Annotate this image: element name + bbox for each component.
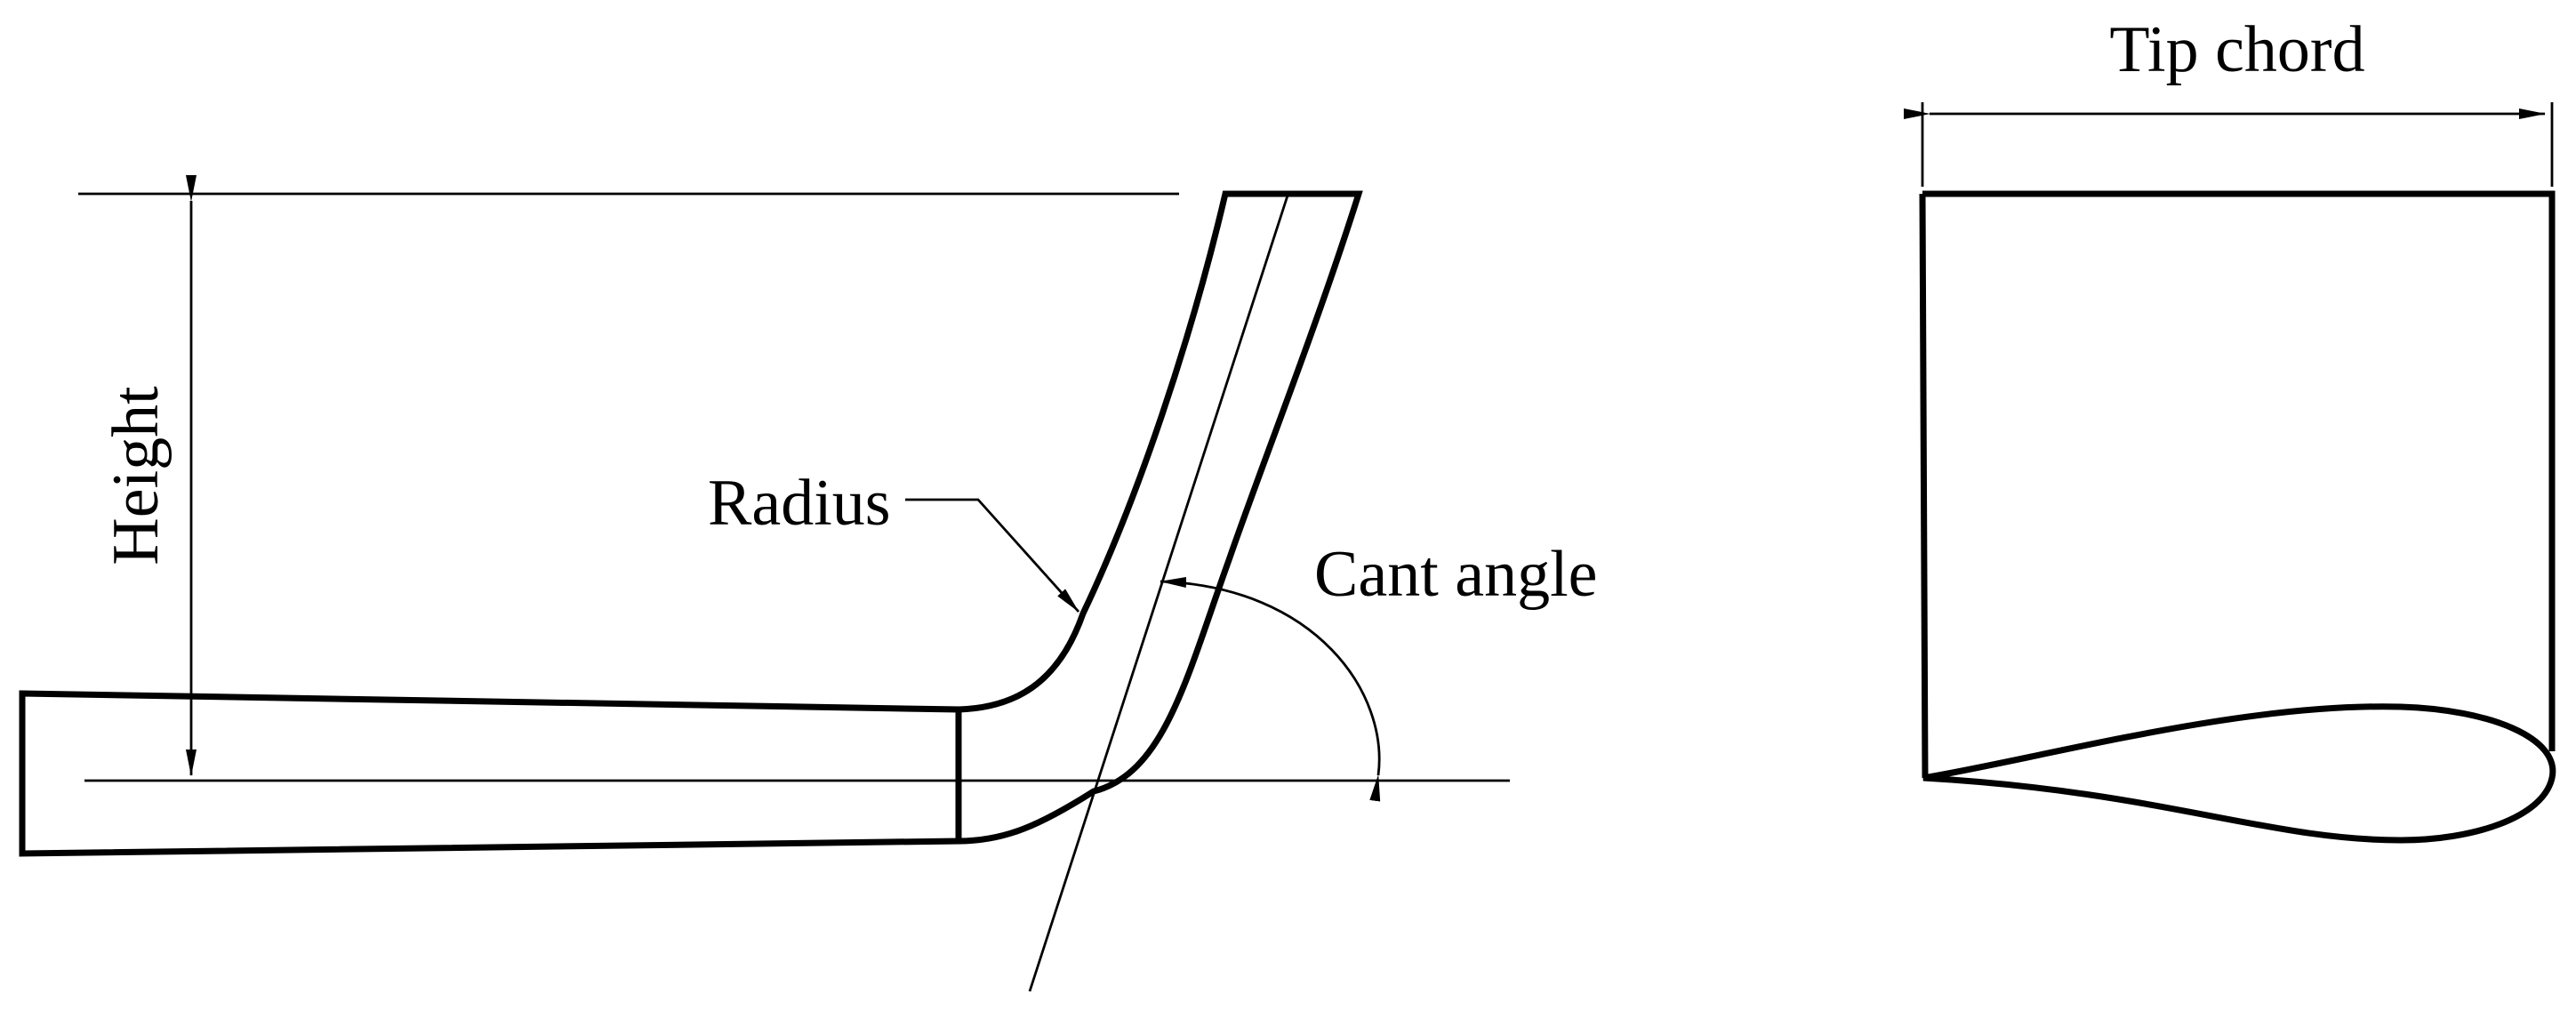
cant-angle-arc xyxy=(1160,577,1381,802)
cant-axis-line xyxy=(1028,195,1289,992)
height-label: Height xyxy=(100,386,173,565)
tip-chord-label: Tip chord xyxy=(2109,13,2364,86)
cant-angle-label: Cant angle xyxy=(1314,538,1598,611)
radius-leader xyxy=(905,498,1080,613)
wing-section xyxy=(19,690,962,857)
side-view: Tip chord xyxy=(1904,13,2556,844)
front-view: Height Radius Cant angle xyxy=(19,175,1598,992)
winglet-body xyxy=(958,190,1363,845)
winglet-side-leading-edge xyxy=(1919,193,1929,779)
airfoil-section xyxy=(1922,703,2556,844)
radius-label: Radius xyxy=(708,467,891,540)
winglet-side-outline xyxy=(1922,190,2556,751)
